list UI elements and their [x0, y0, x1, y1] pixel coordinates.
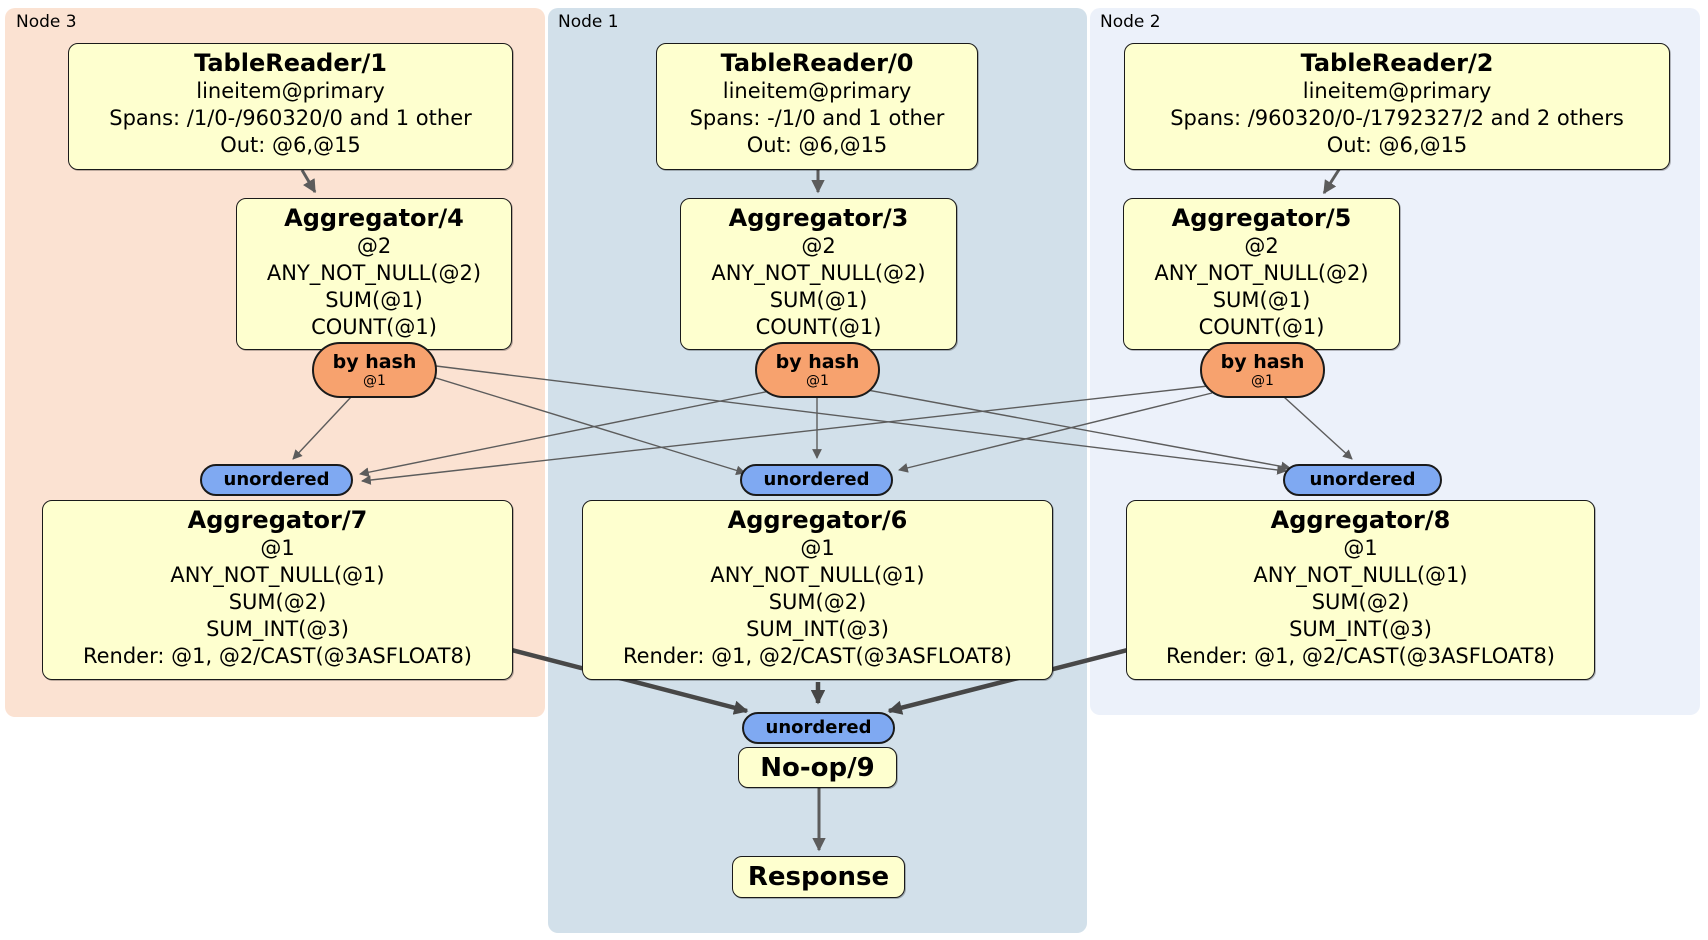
processor-title: No-op/9: [760, 752, 875, 783]
edge-router1-sync2: [861, 388, 1291, 472]
processor-aggregator-3: Aggregator/3 @2 ANY_NOT_NULL(@2) SUM(@1)…: [680, 198, 957, 350]
processor-response: Response: [732, 856, 905, 898]
edge-router2-sync2: [1283, 396, 1353, 460]
sync-unordered-final: unordered: [742, 712, 895, 744]
processor-line: Out: @6,@15: [1326, 133, 1468, 157]
processor-tablereader-1: TableReader/1 lineitem@primary Spans: /1…: [68, 43, 513, 170]
processor-tablereader-2: TableReader/2 lineitem@primary Spans: /9…: [1124, 43, 1670, 170]
router-label: by hash: [775, 350, 860, 373]
router-columns: @1: [806, 372, 829, 389]
processor-line: Spans: -/1/0 and 1 other: [689, 106, 945, 130]
processor-line: COUNT(@1): [311, 315, 437, 339]
processor-line: SUM_INT(@3): [206, 617, 349, 641]
processor-line: ANY_NOT_NULL(@1): [710, 563, 925, 587]
edge-router3-sync1: [435, 377, 746, 476]
processor-line: @1: [800, 536, 835, 560]
processor-title: Aggregator/8: [1270, 506, 1451, 534]
processor-line: @2: [801, 234, 836, 258]
processor-line: Render: @1, @2/CAST(@3ASFLOAT8): [82, 644, 473, 668]
processor-line: COUNT(@1): [755, 315, 882, 339]
sync-label: unordered: [763, 469, 870, 490]
processor-aggregator-7: Aggregator/7 @1 ANY_NOT_NULL(@1) SUM(@2)…: [42, 500, 513, 680]
panel-label-node1: Node 1: [558, 12, 619, 32]
processor-aggregator-4: Aggregator/4 @2 ANY_NOT_NULL(@2) SUM(@1)…: [236, 198, 512, 350]
router-by-hash-node2: by hash @1: [1200, 342, 1325, 398]
sync-label: unordered: [765, 717, 872, 738]
processor-line: ANY_NOT_NULL(@1): [1253, 563, 1468, 587]
sync-unordered-node1: unordered: [740, 464, 893, 496]
processor-line: Out: @6,@15: [220, 133, 361, 157]
processor-line: SUM(@2): [228, 590, 327, 614]
processor-line: @2: [356, 234, 392, 258]
processor-line: lineitem@primary: [722, 79, 912, 103]
edge-router1-sync3: [359, 390, 771, 478]
edge-tr2-agg5: [1322, 167, 1342, 195]
processor-line: Render: @1, @2/CAST(@3ASFLOAT8): [1165, 644, 1556, 668]
processor-title: Aggregator/5: [1171, 204, 1352, 232]
processor-line: COUNT(@1): [1198, 315, 1325, 339]
edge-tr1-agg4: [300, 169, 317, 194]
processor-title: Response: [747, 862, 890, 892]
processor-line: SUM(@1): [325, 288, 423, 312]
processor-line: @2: [1244, 234, 1279, 258]
processor-line: Spans: /960320/0-/1792327/2 and 2 others: [1170, 106, 1624, 130]
processor-title: TableReader/0: [720, 49, 914, 77]
processor-title: TableReader/2: [1300, 49, 1494, 77]
processor-line: ANY_NOT_NULL(@1): [170, 563, 385, 587]
router-by-hash-node1: by hash @1: [755, 342, 880, 398]
router-label: by hash: [332, 350, 417, 373]
edge-router3-sync3: [292, 395, 353, 460]
processor-title: Aggregator/3: [728, 204, 909, 232]
processor-tablereader-0: TableReader/0 lineitem@primary Spans: -/…: [656, 43, 978, 170]
processor-line: SUM(@1): [1212, 288, 1311, 312]
processor-line: SUM(@2): [768, 590, 867, 614]
sync-label: unordered: [223, 469, 330, 490]
edge-router2-sync1: [898, 392, 1213, 473]
processor-title: TableReader/1: [194, 49, 387, 77]
sync-unordered-node3: unordered: [200, 464, 353, 496]
processor-line: ANY_NOT_NULL(@2): [1154, 261, 1369, 285]
router-columns: @1: [1251, 372, 1274, 389]
processor-line: ANY_NOT_NULL(@2): [711, 261, 926, 285]
sync-unordered-node2: unordered: [1283, 464, 1442, 496]
processor-line: SUM_INT(@3): [746, 617, 889, 641]
processor-aggregator-5: Aggregator/5 @2 ANY_NOT_NULL(@2) SUM(@1)…: [1123, 198, 1400, 350]
processor-aggregator-8: Aggregator/8 @1 ANY_NOT_NULL(@1) SUM(@2)…: [1126, 500, 1595, 680]
processor-line: lineitem@primary: [196, 79, 385, 103]
router-by-hash-node3: by hash @1: [312, 342, 437, 398]
sync-label: unordered: [1309, 469, 1416, 490]
processor-line: SUM_INT(@3): [1289, 617, 1432, 641]
panel-label-node2: Node 2: [1100, 12, 1161, 32]
edge-router2-sync3: [361, 385, 1209, 485]
processor-title: Aggregator/4: [284, 204, 464, 232]
processor-aggregator-6: Aggregator/6 @1 ANY_NOT_NULL(@1) SUM(@2)…: [582, 500, 1053, 680]
processor-line: lineitem@primary: [1302, 79, 1492, 103]
processor-line: ANY_NOT_NULL(@2): [266, 261, 482, 285]
processor-line: @1: [260, 536, 295, 560]
processor-line: Spans: /1/0-/960320/0 and 1 other: [109, 106, 472, 130]
processor-title: Aggregator/7: [187, 506, 368, 534]
processor-title: Aggregator/6: [727, 506, 908, 534]
router-label: by hash: [1220, 350, 1305, 373]
processor-line: SUM(@2): [1311, 590, 1410, 614]
processor-line: @1: [1343, 536, 1378, 560]
processor-noop-9: No-op/9: [738, 747, 897, 788]
processor-line: Render: @1, @2/CAST(@3ASFLOAT8): [622, 644, 1013, 668]
panel-label-node3: Node 3: [16, 12, 77, 32]
processor-line: SUM(@1): [769, 288, 868, 312]
router-columns: @1: [363, 372, 386, 389]
processor-line: Out: @6,@15: [746, 133, 888, 157]
edge-router3-sync2: [435, 365, 1287, 475]
